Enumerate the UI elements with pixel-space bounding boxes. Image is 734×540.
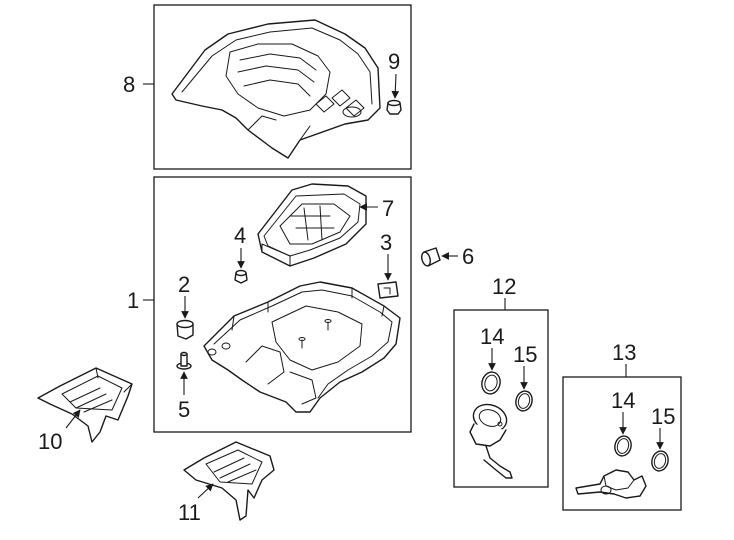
clip-part-3 xyxy=(377,281,399,299)
callout-4: 4 xyxy=(234,223,246,248)
hose-fitting-part xyxy=(575,469,647,499)
engine-cover-frame xyxy=(153,4,412,170)
engine-cover-part xyxy=(171,19,381,159)
callout-9: 9 xyxy=(388,49,400,74)
seal-part-15-b xyxy=(651,450,669,472)
air-filter-part xyxy=(257,183,367,267)
callout-14-a: 14 xyxy=(480,324,504,349)
arrow-10 xyxy=(65,409,81,429)
stud-part-4 xyxy=(234,269,248,284)
grommet-part-2 xyxy=(176,319,194,340)
callout-6: 6 xyxy=(462,244,474,269)
arrow-11 xyxy=(197,483,214,499)
callout-15-b: 15 xyxy=(651,404,675,429)
callout-13: 13 xyxy=(612,340,636,365)
callout-14-b: 14 xyxy=(611,388,635,413)
grommet-part-9 xyxy=(386,99,402,115)
callout-5: 5 xyxy=(178,397,190,422)
callout-2: 2 xyxy=(178,272,190,297)
seal-part-14-a xyxy=(481,371,501,395)
air-box-frame xyxy=(153,176,412,433)
callout-15-a: 15 xyxy=(513,342,537,367)
callout-12: 12 xyxy=(492,274,516,299)
air-box-lower-part xyxy=(203,281,401,413)
bracket-part-10 xyxy=(37,367,133,443)
callout-8: 8 xyxy=(123,72,135,97)
bracket-part-11 xyxy=(183,441,275,521)
callout-7: 7 xyxy=(382,196,394,221)
callout-3: 3 xyxy=(380,230,392,255)
seal-part-14-b xyxy=(614,435,632,457)
bolt-part-5 xyxy=(176,351,192,370)
group-13-frame xyxy=(562,376,682,511)
arrow-9 xyxy=(391,73,400,99)
connector-part-6 xyxy=(421,247,441,267)
callout-10: 10 xyxy=(38,429,62,454)
callout-1: 1 xyxy=(127,288,139,313)
group-12-frame xyxy=(453,309,549,488)
valve-assembly-part xyxy=(469,403,513,479)
seal-part-15-a xyxy=(515,390,533,412)
callout-11: 11 xyxy=(178,500,201,525)
